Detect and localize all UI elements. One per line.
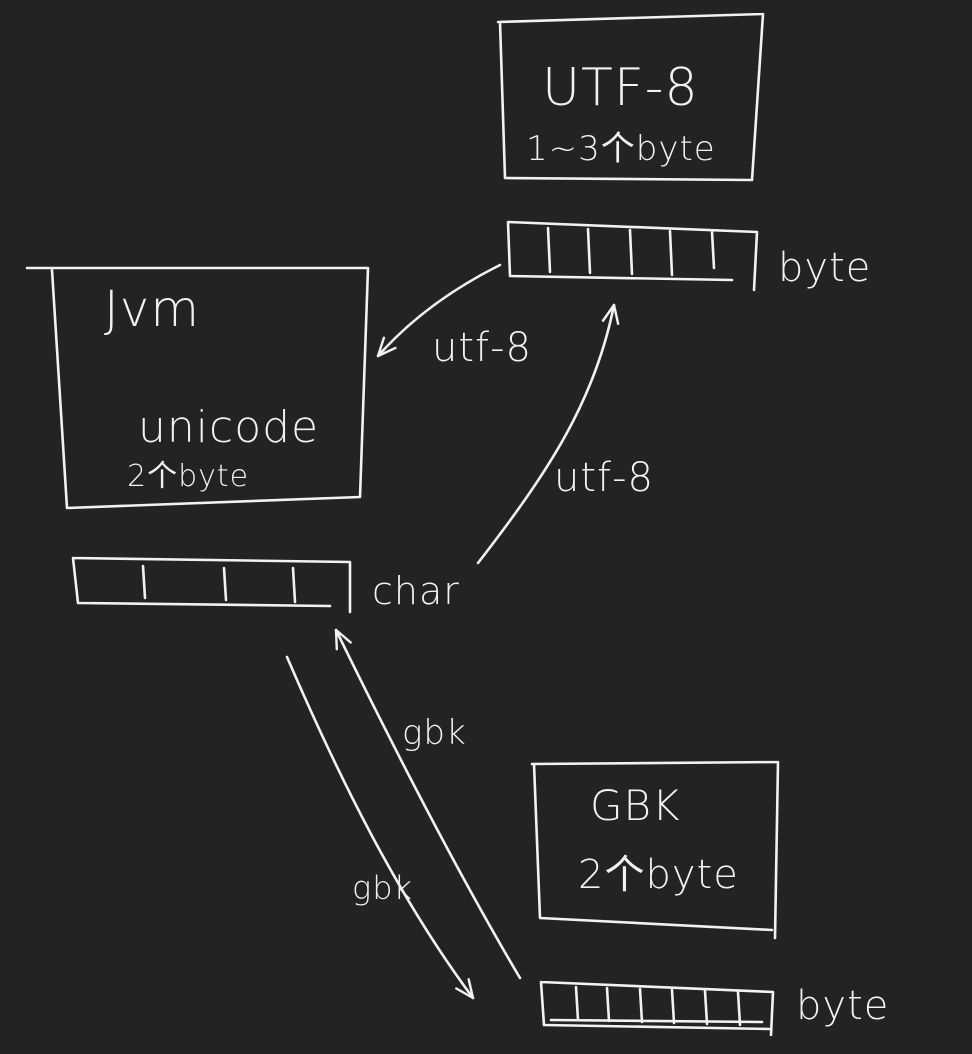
gbk-box [530, 760, 780, 940]
char-label: char [372, 569, 460, 613]
arrow-char-to-utf8 [476, 303, 620, 565]
jvm-encoding: unicode [138, 402, 320, 453]
jvm-box [25, 266, 370, 510]
edge-label-char-to-gbk: gbk [352, 869, 414, 907]
edge-label-char-to-utf8: utf-8 [554, 455, 654, 501]
edge-label-utf8-to-jvm: utf-8 [432, 325, 532, 371]
utf8-byte-label: byte [778, 245, 872, 291]
jvm-size: 2个byte [127, 459, 250, 494]
utf8-byte-array [506, 220, 759, 292]
gbk-byte-array [539, 980, 775, 1037]
gbk-size: 2个byte [578, 852, 739, 898]
jvm-title: Jvm [104, 280, 201, 338]
char-array [71, 556, 352, 614]
gbk-byte-label: byte [796, 983, 890, 1029]
arrow-gbk-to-char [334, 628, 522, 980]
utf8-title: UTF-8 [542, 58, 699, 118]
gbk-title: GBK [590, 781, 681, 830]
arrow-char-to-gbk [285, 655, 475, 1000]
utf8-box [496, 12, 765, 182]
utf8-size: 1~3个byte [526, 129, 716, 169]
edge-label-gbk-to-char: gbk [402, 713, 467, 753]
arrow-utf8-to-jvm [376, 263, 502, 358]
